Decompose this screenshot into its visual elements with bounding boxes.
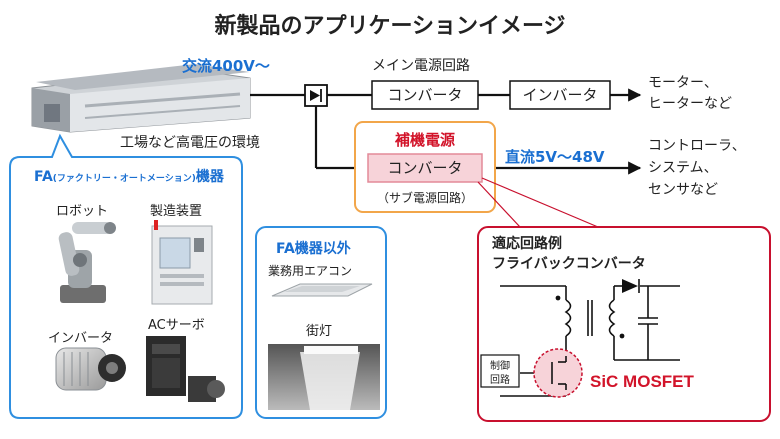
sic-mosfet-label: SiC MOSFET xyxy=(590,372,694,391)
page-title: 新製品のアプリケーションイメージ xyxy=(214,14,566,39)
control-circuit-label-2: 回路 xyxy=(490,375,510,386)
fa-item-manufacturing-equipment: 製造装置 xyxy=(150,204,203,219)
mosfet-symbol-icon xyxy=(551,356,567,390)
leader-line-left xyxy=(477,181,521,228)
main-inverter-label: インバータ xyxy=(522,86,598,104)
flyback-diode-icon xyxy=(622,279,638,293)
fa-title-main: FA xyxy=(34,169,53,185)
fa-item-inverter: インバータ xyxy=(48,331,114,346)
rectifier-diode-icon xyxy=(304,84,328,107)
aux-output-line-2: システム、 xyxy=(648,160,718,176)
fa-item-ac-servo: ACサーボ xyxy=(148,318,205,333)
inverter-device-icon xyxy=(55,347,126,391)
fa-title-paren: (ファクトリー・オートメーション) xyxy=(52,174,196,184)
control-circuit-box xyxy=(480,354,520,388)
circuit-title-line-1: 適応回路例 xyxy=(492,236,562,252)
main-converter-label: コンバータ xyxy=(387,86,463,104)
main-converter-box xyxy=(371,80,479,110)
aux-converter-label: コンバータ xyxy=(387,159,463,177)
dc-voltage-label: 直流5V〜48V xyxy=(505,148,605,166)
fa-panel-title: FA(ファクトリー・オートメーション)機器 xyxy=(34,166,224,186)
transformer-dot-primary xyxy=(555,295,561,301)
ac-voltage-label: 交流400V〜 xyxy=(182,57,270,75)
aux-sub-circuit-label: （サブ電源回路） xyxy=(376,191,473,205)
aux-supply-title: 補機電源 xyxy=(394,131,455,149)
control-circuit-label-1: 制御 xyxy=(490,361,510,372)
main-circuit-label: メイン電源回路 xyxy=(372,58,470,74)
street-light-icon xyxy=(268,344,380,410)
robot-icon xyxy=(58,222,116,303)
mosfet-highlight-icon xyxy=(533,348,583,398)
aux-output-line-1: コントローラ、 xyxy=(648,138,746,154)
ac-servo-icon xyxy=(146,336,225,402)
manufacturing-equipment-icon xyxy=(151,220,213,305)
aux-output-line-3: センサなど xyxy=(648,182,718,198)
main-output-line-1: モーター、 xyxy=(648,75,718,91)
air-conditioner-icon xyxy=(271,283,373,297)
main-output-line-2: ヒーターなど xyxy=(648,96,732,112)
transformer-dot-secondary xyxy=(619,333,625,339)
fa-item-robot: ロボット xyxy=(56,204,109,219)
non-fa-panel-title: FA機器以外 xyxy=(276,241,351,257)
factory-icon xyxy=(31,64,251,133)
aux-converter-box xyxy=(367,153,483,183)
non-fa-item-air-conditioner: 業務用エアコン xyxy=(268,264,353,278)
main-inverter-box xyxy=(509,80,611,110)
non-fa-item-street-light: 街灯 xyxy=(306,324,333,339)
circuit-title-line-2: フライバックコンバータ xyxy=(492,256,646,272)
leader-line-right xyxy=(481,177,599,228)
factory-caption: 工場など高電圧の環境 xyxy=(120,135,260,151)
fa-title-tail: 機器 xyxy=(195,169,224,185)
